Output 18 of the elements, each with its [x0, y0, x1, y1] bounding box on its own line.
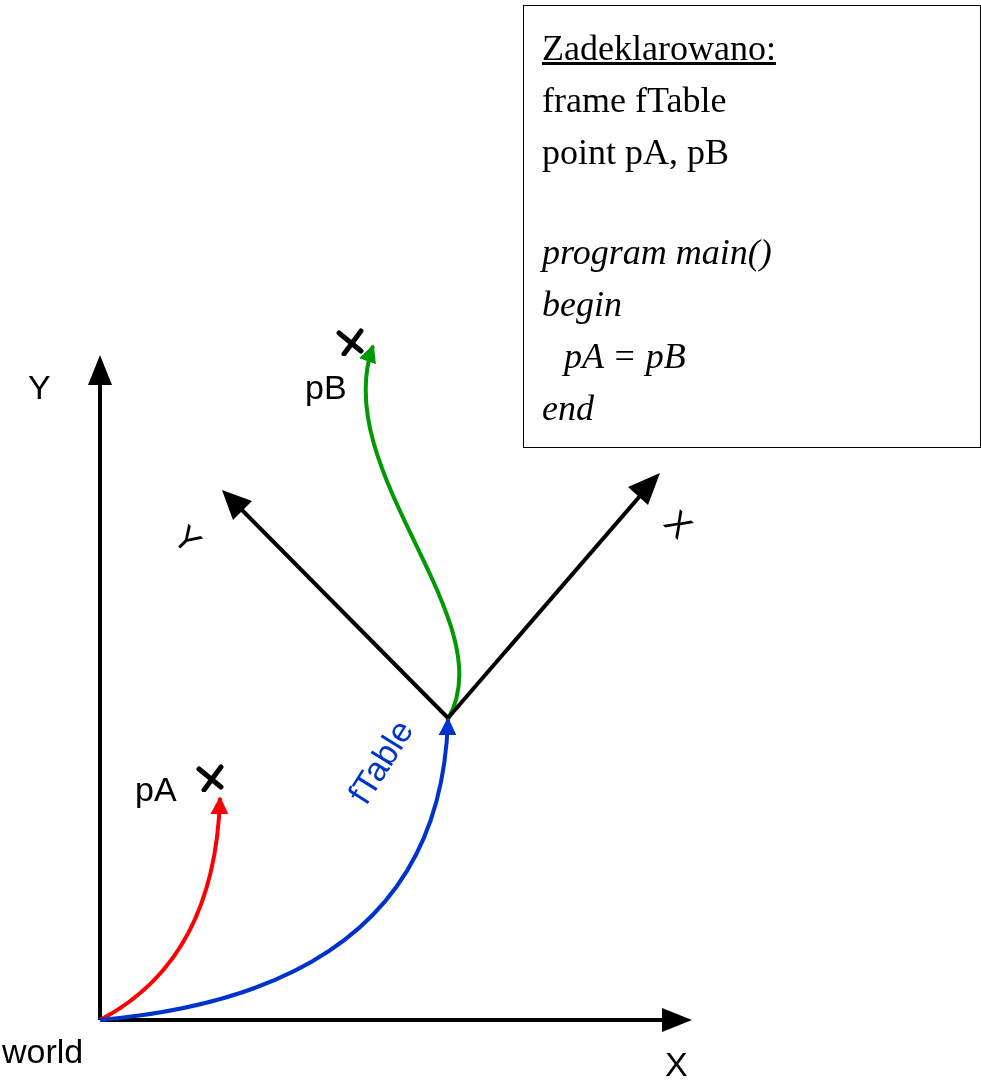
code-line: program main(): [542, 231, 772, 274]
code-line: frame fTable: [542, 79, 727, 122]
code-line: end: [542, 387, 594, 430]
arrow: [99, 717, 456, 1022]
arrow: [99, 796, 228, 1022]
arrow: [360, 344, 462, 720]
point-label: pB: [305, 368, 347, 407]
axis-label: X: [656, 502, 701, 547]
point-label: world: [2, 1032, 84, 1071]
code-panel: [523, 5, 981, 448]
code-line: point pA, pB: [542, 131, 729, 174]
code-line: begin: [542, 283, 622, 326]
axis-label: Y: [165, 517, 210, 562]
code-line: Zadeklarowano:: [542, 27, 776, 70]
axis-label: X: [665, 1045, 688, 1084]
point-label: pA: [135, 770, 177, 809]
code-line: pA = pB: [561, 335, 686, 378]
axis-label: Y: [28, 368, 51, 407]
